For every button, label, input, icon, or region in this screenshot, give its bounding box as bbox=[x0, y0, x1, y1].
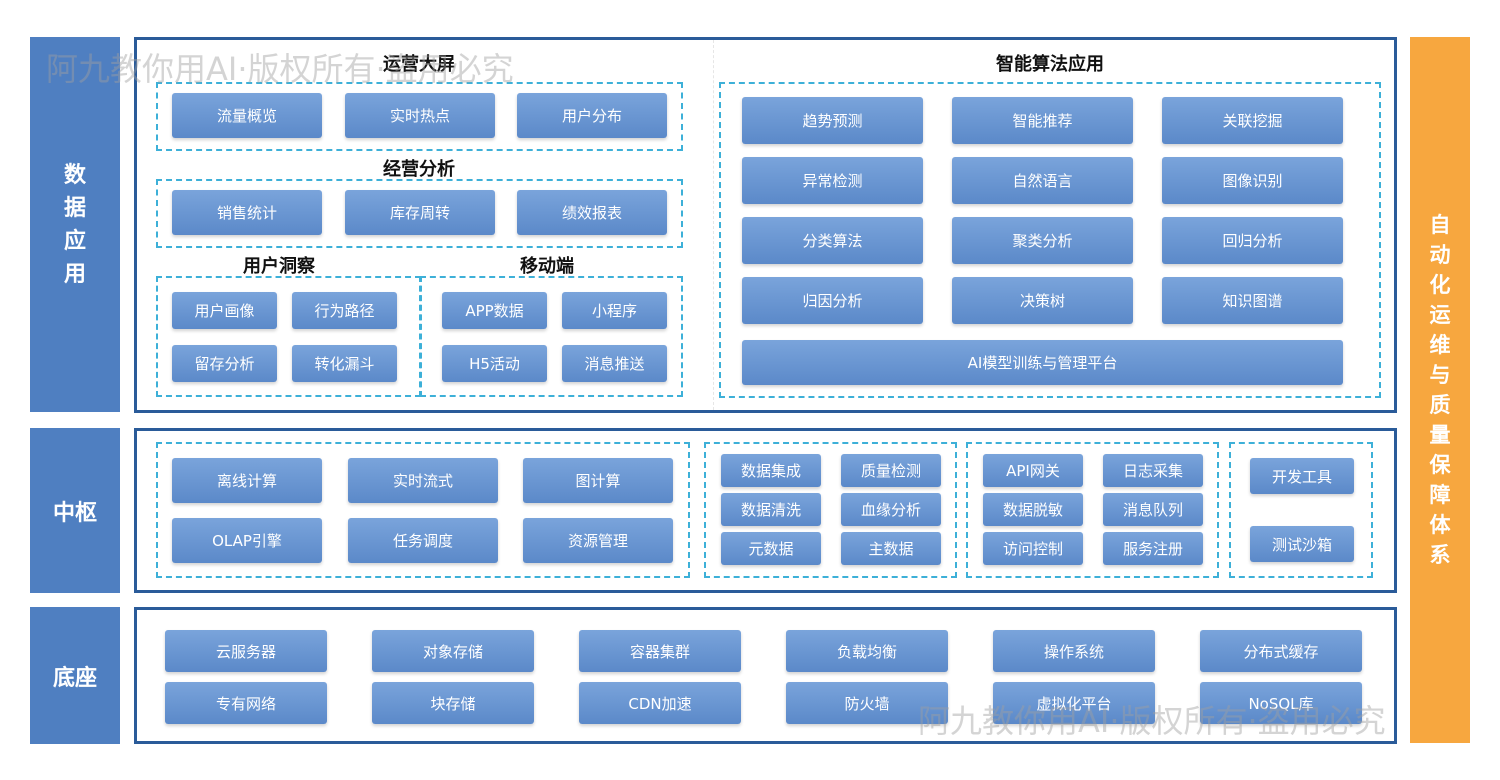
box-log-collection[interactable]: 日志采集 bbox=[1103, 454, 1203, 487]
box-user-profile[interactable]: 用户画像 bbox=[172, 292, 277, 329]
frame-base bbox=[134, 607, 1397, 744]
box-user-distribution[interactable]: 用户分布 bbox=[517, 93, 667, 138]
box-stream-compute[interactable]: 实时流式 bbox=[348, 458, 498, 503]
box-task-scheduling[interactable]: 任务调度 bbox=[348, 518, 498, 563]
box-attribution[interactable]: 归因分析 bbox=[742, 277, 923, 324]
layer-label-data-app: 数据应用 bbox=[30, 37, 120, 412]
box-test-sandbox[interactable]: 测试沙箱 bbox=[1250, 526, 1354, 562]
section-title-biz-analysis: 经营分析 bbox=[383, 159, 455, 180]
box-mini-program[interactable]: 小程序 bbox=[562, 292, 667, 329]
box-ai-platform[interactable]: AI模型训练与管理平台 bbox=[742, 340, 1343, 385]
box-performance-report[interactable]: 绩效报表 bbox=[517, 190, 667, 235]
box-retention-analysis[interactable]: 留存分析 bbox=[172, 345, 277, 382]
box-trend-forecast[interactable]: 趋势预测 bbox=[742, 97, 923, 144]
group-ai-apps bbox=[719, 82, 1381, 398]
group-hub-data-governance bbox=[704, 442, 957, 578]
box-message-queue[interactable]: 消息队列 bbox=[1103, 493, 1203, 526]
box-traffic-overview[interactable]: 流量概览 bbox=[172, 93, 322, 138]
box-load-balancing[interactable]: 负载均衡 bbox=[786, 630, 948, 672]
layer-label-base: 底座 bbox=[30, 607, 120, 744]
box-api-gateway[interactable]: API网关 bbox=[983, 454, 1083, 487]
group-hub-compute bbox=[156, 442, 690, 578]
box-object-storage[interactable]: 对象存储 bbox=[372, 630, 534, 672]
box-graph-compute[interactable]: 图计算 bbox=[523, 458, 673, 503]
box-regression[interactable]: 回归分析 bbox=[1162, 217, 1343, 264]
box-natural-language[interactable]: 自然语言 bbox=[952, 157, 1133, 204]
section-title-ai-apps: 智能算法应用 bbox=[996, 54, 1104, 75]
box-clustering[interactable]: 聚类分析 bbox=[952, 217, 1133, 264]
section-title-ops-screen: 运营大屏 bbox=[383, 54, 455, 75]
box-private-network[interactable]: 专有网络 bbox=[165, 682, 327, 724]
group-mobile bbox=[420, 276, 683, 397]
box-classification[interactable]: 分类算法 bbox=[742, 217, 923, 264]
box-behavior-path[interactable]: 行为路径 bbox=[292, 292, 397, 329]
group-hub-service bbox=[966, 442, 1219, 578]
box-inventory-turnover[interactable]: 库存周转 bbox=[345, 190, 495, 235]
box-lineage-analysis[interactable]: 血缘分析 bbox=[841, 493, 941, 526]
box-offline-compute[interactable]: 离线计算 bbox=[172, 458, 322, 503]
box-olap-engine[interactable]: OLAP引擎 bbox=[172, 518, 322, 563]
box-master-data[interactable]: 主数据 bbox=[841, 532, 941, 565]
box-metadata[interactable]: 元数据 bbox=[721, 532, 821, 565]
box-message-push[interactable]: 消息推送 bbox=[562, 345, 667, 382]
box-firewall[interactable]: 防火墙 bbox=[786, 682, 948, 724]
box-data-masking[interactable]: 数据脱敏 bbox=[983, 493, 1083, 526]
section-title-mobile: 移动端 bbox=[520, 256, 574, 277]
box-app-data[interactable]: APP数据 bbox=[442, 292, 547, 329]
box-cloud-server[interactable]: 云服务器 bbox=[165, 630, 327, 672]
box-dev-tools[interactable]: 开发工具 bbox=[1250, 458, 1354, 494]
box-virtualization-platform[interactable]: 虚拟化平台 bbox=[993, 682, 1155, 724]
box-data-integration[interactable]: 数据集成 bbox=[721, 454, 821, 487]
box-container-cluster[interactable]: 容器集群 bbox=[579, 630, 741, 672]
box-service-registry[interactable]: 服务注册 bbox=[1103, 532, 1203, 565]
box-data-cleansing[interactable]: 数据清洗 bbox=[721, 493, 821, 526]
box-distributed-cache[interactable]: 分布式缓存 bbox=[1200, 630, 1362, 672]
box-realtime-hotspot[interactable]: 实时热点 bbox=[345, 93, 495, 138]
group-hub-tools bbox=[1229, 442, 1373, 578]
box-cdn-acceleration[interactable]: CDN加速 bbox=[579, 682, 741, 724]
layer-label-hub: 中枢 bbox=[30, 428, 120, 593]
box-association-mining[interactable]: 关联挖掘 bbox=[1162, 97, 1343, 144]
box-quality-check[interactable]: 质量检测 bbox=[841, 454, 941, 487]
box-image-recognition[interactable]: 图像识别 bbox=[1162, 157, 1343, 204]
box-block-storage[interactable]: 块存储 bbox=[372, 682, 534, 724]
group-ops-screen bbox=[156, 82, 683, 151]
box-h5-campaign[interactable]: H5活动 bbox=[442, 345, 547, 382]
side-bar-ops-quality: 自动化运维与质量保障体系 bbox=[1410, 37, 1470, 743]
box-anomaly-detection[interactable]: 异常检测 bbox=[742, 157, 923, 204]
box-nosql-db[interactable]: NoSQL库 bbox=[1200, 682, 1362, 724]
box-operating-system[interactable]: 操作系统 bbox=[993, 630, 1155, 672]
section-title-user-insight: 用户洞察 bbox=[243, 256, 315, 277]
group-biz-analysis bbox=[156, 179, 683, 248]
box-access-control[interactable]: 访问控制 bbox=[983, 532, 1083, 565]
box-decision-tree[interactable]: 决策树 bbox=[952, 277, 1133, 324]
box-conversion-funnel[interactable]: 转化漏斗 bbox=[292, 345, 397, 382]
box-knowledge-graph[interactable]: 知识图谱 bbox=[1162, 277, 1343, 324]
box-sales-stats[interactable]: 销售统计 bbox=[172, 190, 322, 235]
column-divider bbox=[713, 40, 714, 410]
box-smart-recommend[interactable]: 智能推荐 bbox=[952, 97, 1133, 144]
box-resource-management[interactable]: 资源管理 bbox=[523, 518, 673, 563]
